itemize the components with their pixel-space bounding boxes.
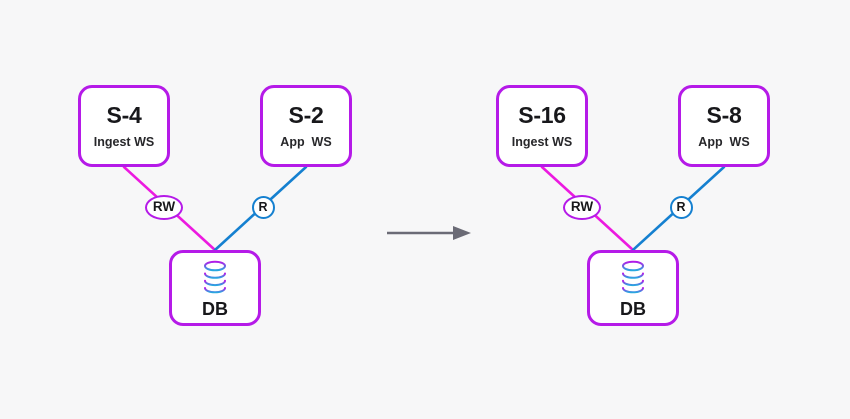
node-subtitle: Ingest WS [511, 134, 573, 149]
db-label: DB [620, 298, 646, 319]
db-node[interactable]: DB [587, 250, 679, 326]
db-label: DB [202, 298, 228, 319]
node-subtitle: App WS [280, 134, 332, 149]
right-arrow-icon [387, 226, 471, 240]
node-title: S-2 [288, 101, 324, 128]
edge-badge-rw[interactable]: RW [563, 194, 601, 220]
db-node[interactable]: DB [169, 250, 261, 326]
node-subtitle: App WS [698, 134, 750, 149]
edge-badge-r[interactable]: R [669, 195, 693, 219]
database-cylinder-icon [204, 260, 226, 293]
node-title: S-8 [706, 101, 742, 128]
edge-badge-r[interactable]: R [251, 195, 275, 219]
node-title: S-4 [106, 101, 142, 128]
database-cylinder-icon [622, 260, 644, 293]
node-subtitle: Ingest WS [93, 134, 155, 149]
node-title: S-16 [518, 101, 566, 128]
edge-badge-rw[interactable]: RW [145, 194, 183, 220]
